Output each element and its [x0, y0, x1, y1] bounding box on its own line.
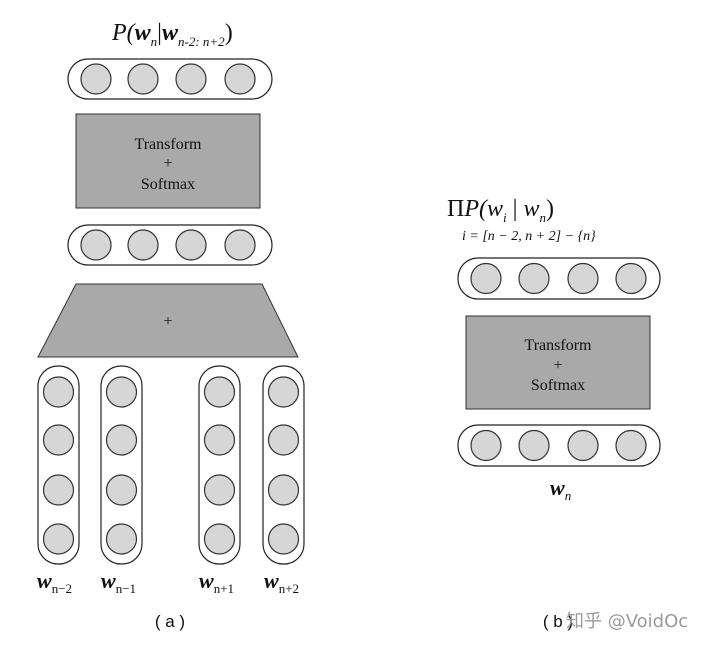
neuron	[615, 262, 647, 295]
neuron	[470, 262, 502, 295]
neuron	[518, 429, 550, 462]
neuron	[567, 262, 599, 295]
neuron	[175, 229, 207, 261]
panel-a-input-column-2	[100, 365, 143, 565]
neuron	[42, 474, 75, 506]
neuron	[105, 376, 138, 408]
panel-a-input-column-3	[198, 365, 241, 565]
panel-a: P(wn|wn-2: n+2) Transform + Softmax	[37, 20, 305, 631]
panel-a-sum-trapezoid: +	[37, 283, 299, 358]
neuron	[105, 424, 138, 456]
neuron	[224, 63, 256, 95]
neuron	[80, 229, 112, 261]
input-label-w-n: wn	[550, 475, 571, 503]
neuron	[470, 429, 502, 462]
panel-a-output-layer	[67, 58, 273, 100]
panel-a-top-formula: P(wn|wn-2: n+2)	[111, 20, 233, 49]
neuron	[615, 429, 647, 462]
neuron	[203, 474, 236, 506]
softmax-label: Softmax	[141, 176, 195, 193]
neuron	[203, 376, 236, 408]
panel-b-top-formula: ΠP(wi | wn)	[447, 196, 554, 225]
neuron	[175, 63, 207, 95]
panel-b-input-layer	[457, 424, 661, 467]
input-label-w-n-minus-1: wn−1	[101, 568, 136, 596]
neuron	[127, 63, 159, 95]
neuron	[267, 523, 300, 555]
neuron	[80, 63, 112, 95]
panel-b-caption: ( b )	[543, 612, 573, 631]
neuron	[267, 424, 300, 456]
panel-a-input-column-4	[262, 365, 305, 565]
softmax-label: Softmax	[531, 377, 585, 394]
panel-b-output-layer	[457, 257, 661, 300]
panel-b-index-formula: i = [n − 2, n + 2] − {n}	[462, 229, 596, 244]
panel-a-caption: ( a )	[155, 612, 185, 631]
neuron	[105, 474, 138, 506]
neuron	[105, 523, 138, 555]
plus-label: +	[553, 357, 562, 374]
neuron	[567, 429, 599, 462]
watermark: 知乎 @VoidOc	[566, 611, 688, 632]
panel-b-transform-box: Transform + Softmax	[465, 315, 651, 410]
panel-a-transform-box: Transform + Softmax	[75, 113, 261, 209]
panel-a-hidden-layer	[67, 224, 273, 266]
neuron	[203, 424, 236, 456]
neuron	[267, 474, 300, 506]
sum-label: +	[163, 313, 172, 330]
neuron	[42, 424, 75, 456]
neuron	[127, 229, 159, 261]
input-label-w-n-minus-2: wn−2	[37, 568, 72, 596]
panel-a-input-column-1	[37, 365, 80, 565]
neuron	[518, 262, 550, 295]
neuron	[267, 376, 300, 408]
input-label-w-n-plus-1: wn+1	[199, 568, 234, 596]
transform-label: Transform	[135, 136, 203, 153]
neuron	[224, 229, 256, 261]
panel-b: ΠP(wi | wn) i = [n − 2, n + 2] − {n} Tra…	[447, 196, 661, 631]
plus-label: +	[163, 155, 172, 172]
neuron	[42, 376, 75, 408]
neuron	[42, 523, 75, 555]
transform-label: Transform	[525, 337, 593, 354]
input-label-w-n-plus-2: wn+2	[264, 568, 299, 596]
neuron	[203, 523, 236, 555]
